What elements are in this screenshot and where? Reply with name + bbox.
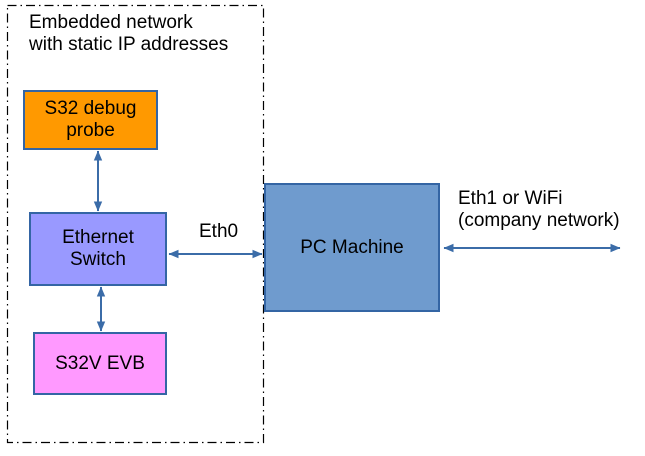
eth1-link-label: Eth1 or WiFi (company network) — [458, 188, 620, 231]
embedded-network-caption: Embedded network with static IP addresse… — [29, 12, 229, 55]
node-s32-debug-probe: S32 debug probe — [23, 90, 158, 150]
node-ethernet-switch: Ethernet Switch — [29, 212, 167, 286]
eth0-link-label: Eth0 — [199, 221, 239, 242]
node-s32v-evb: S32V EVB — [33, 332, 167, 395]
node-pc-machine: PC Machine — [264, 183, 440, 312]
